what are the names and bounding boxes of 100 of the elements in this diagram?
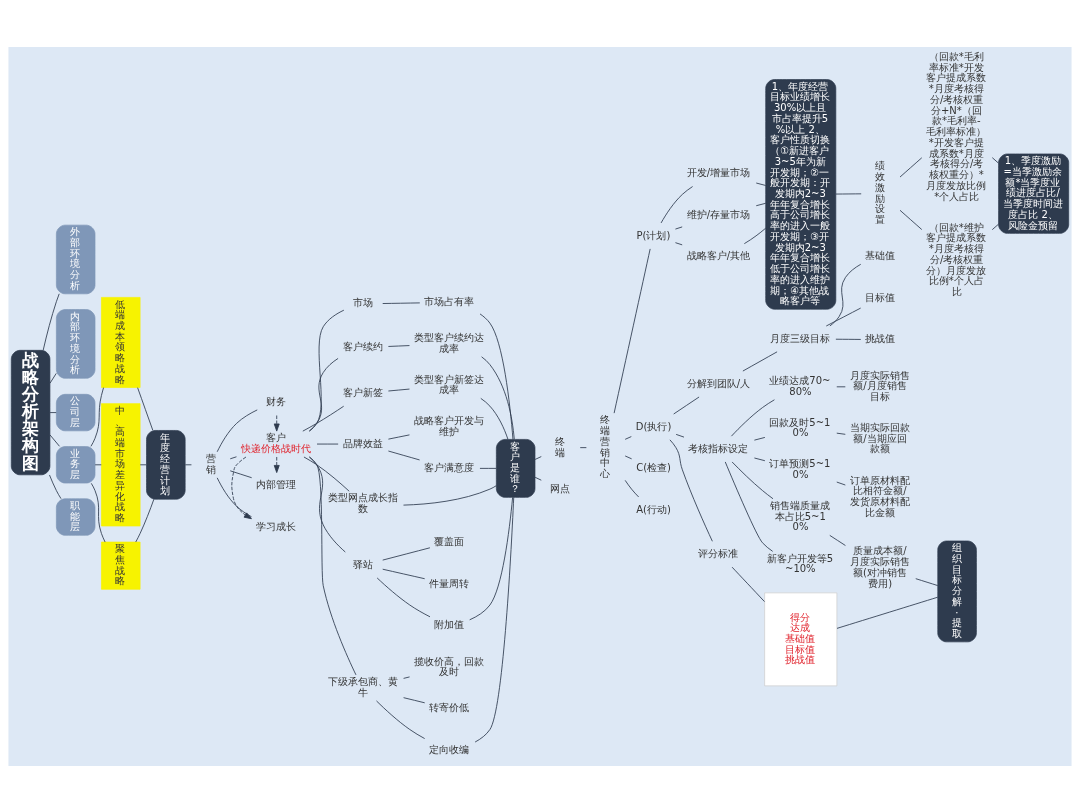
node-text: 驿站 <box>352 558 373 570</box>
connector <box>229 455 237 459</box>
node-box: 1、年度经营目标业绩增长30%以上且市占率提升5%以上 2、客户性质切换（①新进客户3~5年为新开发期；②一般开发期：开发期内2~3年年复合增长高于公司增长率的进入一般开发期；③开发期内2~3年年复合增长低于公司增长率的进入维护期；④其他战略客户等 <box>765 78 837 310</box>
node-text: 件量周转 <box>429 577 470 589</box>
connector <box>309 309 345 432</box>
node-text: 转寄价低 <box>429 701 470 713</box>
node-text: （回款*维护客户提成系数*月度考核得分/考核权重分）月度发放比例*个人占比 <box>926 221 987 297</box>
node-box: 聚焦战略 <box>101 541 141 590</box>
connector <box>308 357 339 432</box>
connector <box>991 223 999 230</box>
node-text: 当期实际回款额/当期应回款额 <box>849 421 910 454</box>
connector <box>836 596 939 629</box>
node-text: （回款*毛利率标准*开发客户提成系数*月度考核得分/考核权重分+N*（回款*毛利率-毛利率标准）*开发客户提成系数*月度考核得分/考核权重分）*月度发放比例*个人占比 <box>926 50 987 202</box>
node-box: 客户是谁？ <box>496 438 536 498</box>
connector <box>579 446 587 448</box>
node-text: 类型客户新签达成率 <box>414 373 485 395</box>
node-text: 考核指标设定 <box>688 442 749 454</box>
node-box: 战略分析架构图 <box>10 349 51 475</box>
connector <box>534 455 542 460</box>
node-box: 低端成本领略战略 <box>101 296 141 388</box>
node-text: 质量成本额/月度实际销售额(对冲销售费用) <box>849 544 910 589</box>
node-text: 月度三级目标 <box>770 332 831 344</box>
connector <box>139 463 147 465</box>
node-text: 市场 <box>352 296 373 308</box>
node-text: 客户续约 <box>342 340 383 352</box>
arrow <box>273 414 280 432</box>
connector <box>479 313 514 440</box>
connector <box>624 479 640 497</box>
connector <box>382 568 426 579</box>
connector <box>387 388 410 391</box>
node-text: D(执行) <box>635 420 672 432</box>
connector <box>829 534 846 546</box>
node-text: 新客户开发等5~10% <box>766 552 834 574</box>
node-text: 营销 <box>205 452 216 475</box>
connector <box>675 433 685 438</box>
connector <box>724 461 774 552</box>
connector <box>899 156 923 177</box>
connector <box>835 192 862 194</box>
connector <box>229 469 253 478</box>
arrow <box>231 456 252 519</box>
node-text: 类型网点成长指数 <box>327 491 398 514</box>
node-box: 外部环境分析 <box>56 224 96 294</box>
node-text: 内部管理 <box>255 478 296 490</box>
connector <box>669 438 713 542</box>
connector <box>825 307 862 326</box>
connector <box>49 411 57 413</box>
node-box: 年度经营计划 <box>146 429 186 499</box>
connector <box>90 482 106 542</box>
node-box: 1、季度激励=当季激励余额*当季度业绩进度占比/当季度时间进度占比 2、风险金预留 <box>998 153 1070 234</box>
node-box: 业务层 <box>56 445 96 483</box>
node-text: 客户 快递价格战时代 <box>240 431 311 454</box>
node-text: 分解到团队/人 <box>686 377 751 389</box>
node-text: 财务 <box>266 395 287 407</box>
node-text: 维护/存量市场 <box>686 208 751 220</box>
connector <box>731 566 765 602</box>
connector <box>90 386 104 447</box>
node-text: 定向收编 <box>429 743 470 755</box>
node-text: 战略客户/其他 <box>686 249 751 261</box>
connector <box>387 433 410 440</box>
node-text: 覆盖面 <box>434 535 465 547</box>
node-text: 订单预测5~10% <box>769 457 831 480</box>
node-text: 开发/增量市场 <box>686 166 751 178</box>
node-box: 中、高端市场差异化战略 <box>101 402 141 526</box>
connector <box>753 436 766 441</box>
connector <box>675 225 683 229</box>
connector <box>387 344 410 347</box>
node-text: 学习成长 <box>255 520 296 532</box>
connector <box>731 461 774 499</box>
connector <box>991 156 999 164</box>
connector <box>481 355 515 440</box>
connector <box>376 700 426 739</box>
node-text: 市场占有率 <box>424 295 475 307</box>
node-text: 附加值 <box>434 618 465 630</box>
connector <box>743 227 767 244</box>
node-text: 战略客户开发与维护 <box>414 414 485 437</box>
connector <box>624 455 633 459</box>
connector <box>216 476 252 517</box>
node-text: 类型客户续约达成率 <box>414 331 485 354</box>
node-text: 网点 <box>550 482 571 494</box>
connector <box>42 292 60 351</box>
connector <box>675 241 683 245</box>
connector <box>899 209 923 230</box>
node-text: 终端 <box>555 435 566 458</box>
node-text: 订单原材料配比相符金额/发货原材料配比金额 <box>849 474 910 518</box>
node-text: 客户满意度 <box>424 461 475 473</box>
connector <box>673 396 700 414</box>
node-box: 内部环境分析 <box>56 308 96 379</box>
connector <box>731 398 775 437</box>
node-box: 职能层 <box>56 497 96 536</box>
connector <box>303 456 350 492</box>
connector <box>479 467 497 469</box>
connector <box>742 350 778 371</box>
node-box: 得分 达成 基础值 目标值 挑战值 <box>764 592 838 686</box>
connector <box>94 463 102 465</box>
node-box: 公司层 <box>56 393 96 431</box>
connector <box>755 182 767 186</box>
connector <box>469 496 514 620</box>
connector <box>49 474 62 499</box>
node-text: 基础值 <box>865 249 896 261</box>
node-text: 下级承包商、黄牛 <box>327 675 398 698</box>
